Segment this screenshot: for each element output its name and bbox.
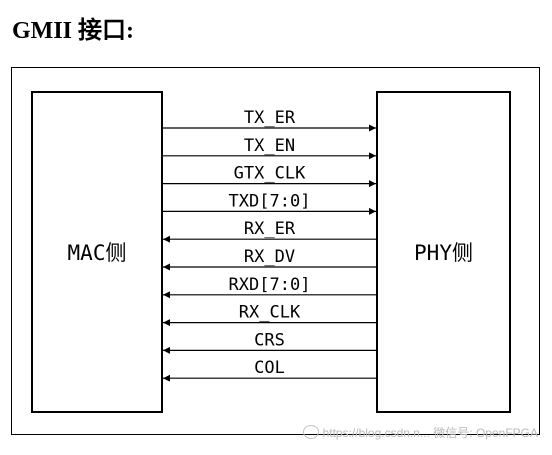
phy-label: PHY侧 — [414, 241, 473, 265]
page-title: GMII 接口: — [12, 18, 134, 44]
diagram-frame — [11, 67, 540, 435]
watermark-text: https://blog.csdn.n... 微信号: OpenFPGA — [322, 426, 538, 440]
signal-label: RXD[7:0] — [229, 275, 311, 295]
signal-label: TX_ER — [244, 108, 296, 128]
wechat-icon — [302, 425, 319, 439]
signal-label: RX_ER — [244, 219, 296, 239]
mac-label: MAC侧 — [67, 241, 127, 265]
signal-label: CRS — [254, 330, 285, 350]
signal-label: TXD[7:0] — [229, 191, 311, 211]
signal-label: GTX_CLK — [234, 164, 306, 184]
watermark: https://blog.csdn.n... 微信号: OpenFPGA — [302, 424, 538, 441]
signal-label: COL — [254, 358, 285, 378]
signal-label: RX_DV — [244, 247, 295, 267]
phy-block: PHY侧 — [376, 91, 511, 413]
mac-block: MAC侧 — [31, 91, 163, 413]
signal-label: TX_EN — [244, 136, 295, 156]
signal-label: RX_CLK — [239, 303, 301, 323]
